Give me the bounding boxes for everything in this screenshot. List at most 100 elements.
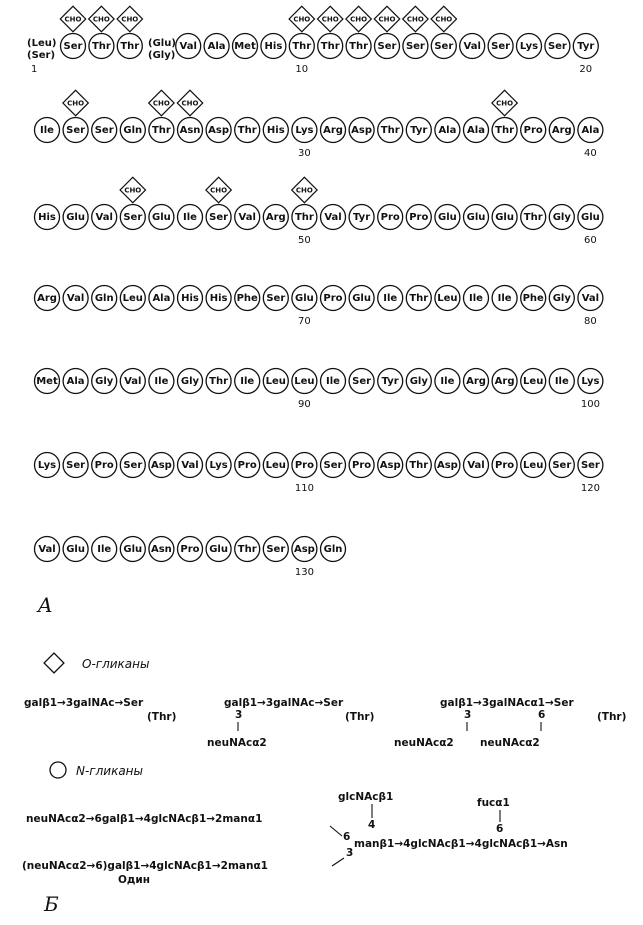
residue-glu: Glu: [62, 535, 89, 563]
residue-circle: [231, 32, 259, 60]
residue-label: Glu: [495, 212, 514, 223]
position4-alt-bottom: (Gly): [148, 50, 175, 61]
residue-gln: Gln: [91, 284, 118, 312]
residue-circle: [262, 203, 289, 231]
residue-label: Leu: [437, 293, 457, 304]
residue-ser: Ser: [402, 32, 429, 60]
residue-his: His: [262, 116, 289, 144]
residue-number: 50: [298, 235, 311, 246]
residue-label: Glu: [66, 212, 85, 223]
residue-label: Val: [181, 460, 198, 471]
diamond-icon: [290, 176, 318, 204]
residue-pro: Pro: [491, 451, 518, 479]
residue-lys: Lys: [33, 451, 61, 479]
residue-circle: [462, 284, 490, 312]
residue-circle: [520, 284, 547, 312]
residue-thr: Thr: [205, 367, 232, 395]
residue-label: Ser: [266, 293, 285, 304]
residue-asp: Asp: [348, 116, 375, 144]
residue-lys: Lys: [291, 116, 318, 144]
residue-circle: [462, 367, 490, 395]
residue-pro: Pro: [319, 284, 347, 312]
residue-label: Ile: [440, 376, 454, 387]
residue-label: Glu: [152, 212, 171, 223]
residue-circle: [203, 32, 230, 60]
residue-number: 30: [298, 148, 311, 159]
residue-glu: Glu: [491, 203, 518, 231]
residue-asp: Asp: [148, 451, 175, 479]
residue-label: Gly: [553, 293, 572, 304]
glycosylation-site-diamond: CHO: [316, 5, 344, 33]
o-glycan-1-thr: (Thr): [147, 711, 176, 723]
n-glycan-structure: glcNAcβ1 4 fucα1 6 neuNAcα2→6galβ1→4glcN…: [22, 791, 568, 886]
residue-gln: Gln: [319, 535, 347, 563]
diamond-icon: [288, 5, 316, 33]
residue-ser: Ser: [577, 451, 604, 479]
residue-label: His: [181, 293, 199, 304]
residue-label: Leu: [123, 293, 143, 304]
o-glycan-2-sialic: neuNAcα2: [207, 737, 267, 749]
residue-label: Glu: [295, 293, 314, 304]
residue-label: Gln: [324, 544, 343, 555]
residue-glu: Glu: [205, 535, 232, 563]
residue-val: Val: [176, 451, 204, 479]
residue-label: Ile: [555, 376, 569, 387]
residue-label: Leu: [266, 376, 286, 387]
residue-val: Val: [91, 203, 118, 231]
residue-circle: [515, 32, 543, 60]
residue-label: Ser: [552, 460, 571, 471]
residue-label: Ser: [123, 460, 142, 471]
residue-label: Pro: [381, 212, 400, 223]
glycosylation-site-diamond: CHO: [116, 5, 144, 33]
residue-label: Ala: [438, 125, 456, 136]
cho-label: CHO: [65, 16, 82, 24]
residue-phe: Phe: [234, 284, 261, 312]
residue-label: Tyr: [353, 212, 370, 223]
residue-asn: Asn: [148, 535, 175, 563]
residue-pro: Pro: [348, 451, 375, 479]
residue-circle: [262, 535, 289, 563]
cho-label: CHO: [407, 16, 424, 24]
residue-circle: [348, 203, 375, 231]
residue-circle: [91, 535, 118, 563]
residue-label: Ser: [123, 212, 142, 223]
residue-lys: Lys: [205, 451, 232, 479]
residue-circle: [577, 203, 604, 231]
glycosylation-site-diamond: CHO: [430, 5, 458, 33]
residue-ile: Ile: [234, 367, 261, 395]
residue-label: Val: [180, 41, 197, 52]
residue-pro: Pro: [377, 203, 404, 231]
residue-circle: [434, 367, 461, 395]
residue-label: Thr: [92, 41, 111, 52]
o-glycan-1-chain: galβ1→3galNAc→Ser: [24, 697, 144, 709]
nterm-alt-top: (Leu): [27, 38, 56, 49]
residue-arg: Arg: [33, 284, 61, 312]
residue-label: Met: [36, 376, 58, 387]
residue-lys: Lys: [577, 367, 604, 395]
residue-label: His: [267, 125, 285, 136]
glycosylation-site-diamond: CHO: [62, 89, 90, 117]
glycosylation-site-diamond: CHO: [147, 89, 175, 117]
residue-circle: [62, 116, 89, 144]
residue-label: Arg: [495, 376, 515, 387]
residue-val: Val: [175, 32, 202, 60]
residue-circle: [430, 32, 457, 60]
residue-leu: Leu: [262, 367, 289, 395]
residue-asp: Asp: [434, 451, 461, 479]
residue-circle: [62, 451, 89, 479]
residue-label: Leu: [523, 376, 543, 387]
cho-label: CHO: [496, 100, 513, 108]
residue-label: Val: [582, 293, 599, 304]
residue-label: Gln: [95, 293, 114, 304]
residue-circle: [434, 203, 461, 231]
residue-met: Met: [231, 32, 259, 60]
residue-circle: [234, 535, 261, 563]
residue-his: His: [260, 32, 287, 60]
n-glycan-core: manβ1→4glcNAcβ1→4glcNAcβ1→Asn: [354, 838, 568, 850]
residue-label: Lys: [581, 376, 599, 387]
o-glycan-3-link-6: 6: [538, 709, 545, 721]
residue-ile: Ile: [491, 284, 518, 312]
residue-ala: Ala: [62, 367, 89, 395]
diamond-icon: [491, 89, 519, 117]
residue-circle: [462, 451, 490, 479]
